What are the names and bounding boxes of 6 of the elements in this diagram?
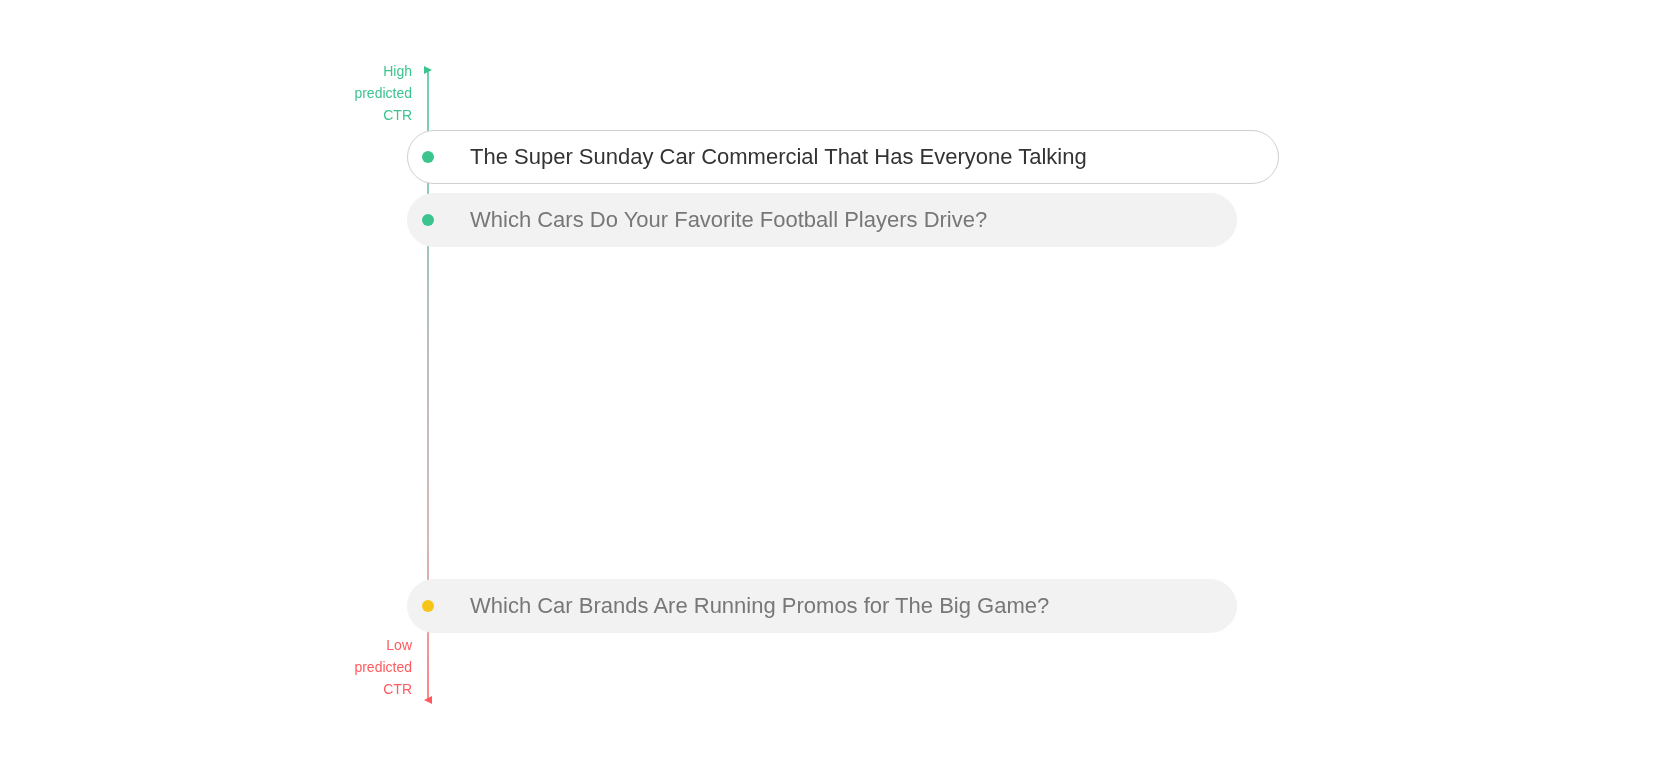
axis-label: High predicted CTR [353, 62, 412, 125]
headline-text: Which Car Brands Are Running Promos for The Big Game? [470, 593, 1050, 619]
axis-label: Low predicted CTR [353, 636, 412, 699]
headline-text: Which Cars Do Your Favorite Football Players Drive? [470, 207, 988, 233]
headline-pill [407, 130, 1279, 184]
headline-text: The Super Sunday Car Commercial That Has Everyone Talking [470, 144, 1087, 170]
